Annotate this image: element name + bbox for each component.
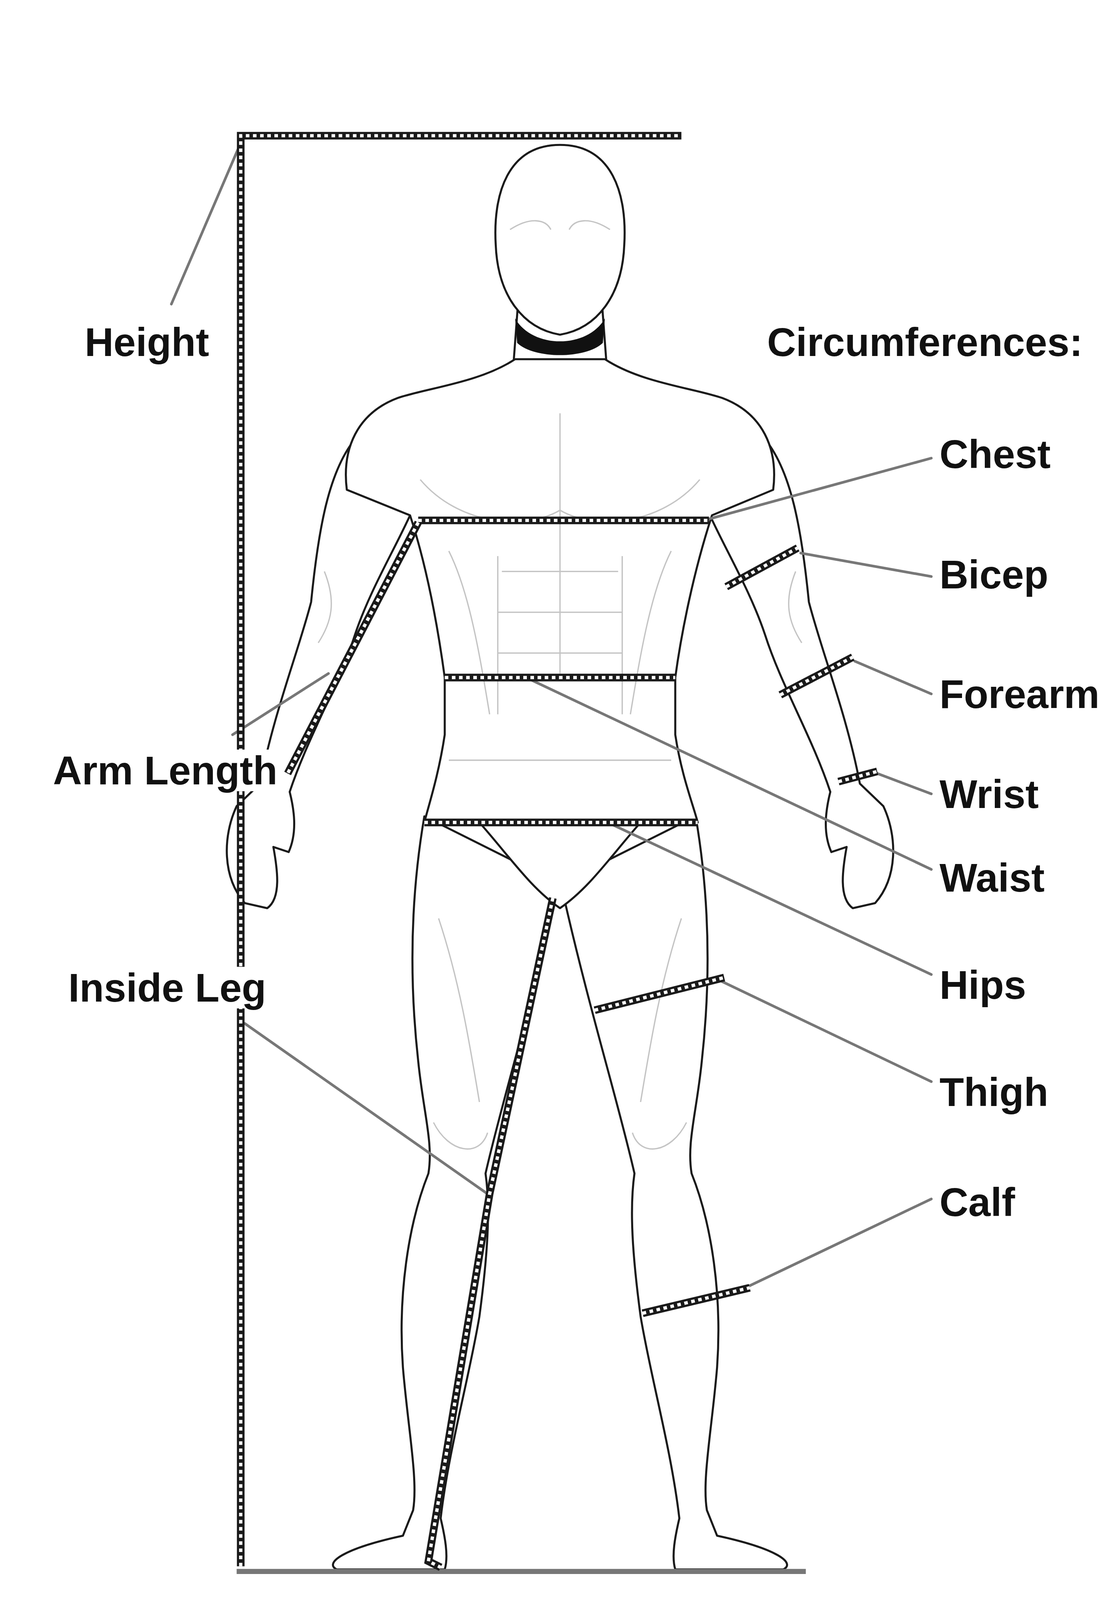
tape <box>424 820 698 824</box>
measurement-label: Forearm <box>938 673 1102 715</box>
groin <box>479 822 641 908</box>
tape <box>424 818 698 827</box>
torso <box>346 144 775 823</box>
tape <box>418 518 710 522</box>
tape <box>594 977 725 1011</box>
tape <box>287 522 418 774</box>
tape <box>642 1287 750 1314</box>
head <box>495 144 625 335</box>
tape <box>838 771 878 782</box>
legs <box>332 816 787 1570</box>
leader-line <box>722 981 932 1082</box>
leader-line <box>854 661 932 694</box>
muscle-detail <box>420 413 700 760</box>
measurement-label: Inside Leg <box>66 966 268 1009</box>
leader-line <box>612 824 932 975</box>
leader-line <box>530 679 932 870</box>
leader-line <box>749 1198 932 1286</box>
knee-detail <box>433 918 687 1150</box>
section-heading: Circumferences: <box>765 321 1085 363</box>
measurement-label: Waist <box>938 856 1047 899</box>
right-leg <box>556 816 787 1570</box>
left-leg <box>332 816 563 1570</box>
tape <box>444 673 676 682</box>
measurement-label: Chest <box>938 433 1053 475</box>
tape <box>428 898 553 1568</box>
tape <box>418 516 710 524</box>
measurement-label: Arm Length <box>51 749 280 792</box>
tape <box>780 657 853 695</box>
leader-lines <box>171 142 932 1286</box>
tape <box>780 657 853 695</box>
measurement-label: Wrist <box>938 773 1041 815</box>
torso-outline <box>346 359 775 823</box>
leader-line <box>244 1023 488 1194</box>
tape <box>594 977 725 1011</box>
tape <box>444 676 676 680</box>
face-detail <box>510 220 610 230</box>
measurement-label: Bicep <box>938 553 1050 596</box>
measurement-label: Thigh <box>938 1071 1050 1113</box>
left-arm <box>226 436 410 909</box>
tape <box>642 1287 750 1314</box>
tape <box>838 771 878 782</box>
tape <box>287 522 418 774</box>
tape <box>428 898 553 1568</box>
measurement-label: Hips <box>938 964 1028 1006</box>
measurement-label: Height <box>83 321 211 363</box>
leader-line <box>171 142 241 304</box>
leader-line <box>877 773 932 794</box>
leader-line <box>800 553 932 577</box>
tape <box>726 548 798 587</box>
leader-line <box>704 458 932 521</box>
floor-line <box>236 1568 806 1574</box>
tape <box>726 548 798 587</box>
measurement-label: Calf <box>938 1181 1017 1223</box>
